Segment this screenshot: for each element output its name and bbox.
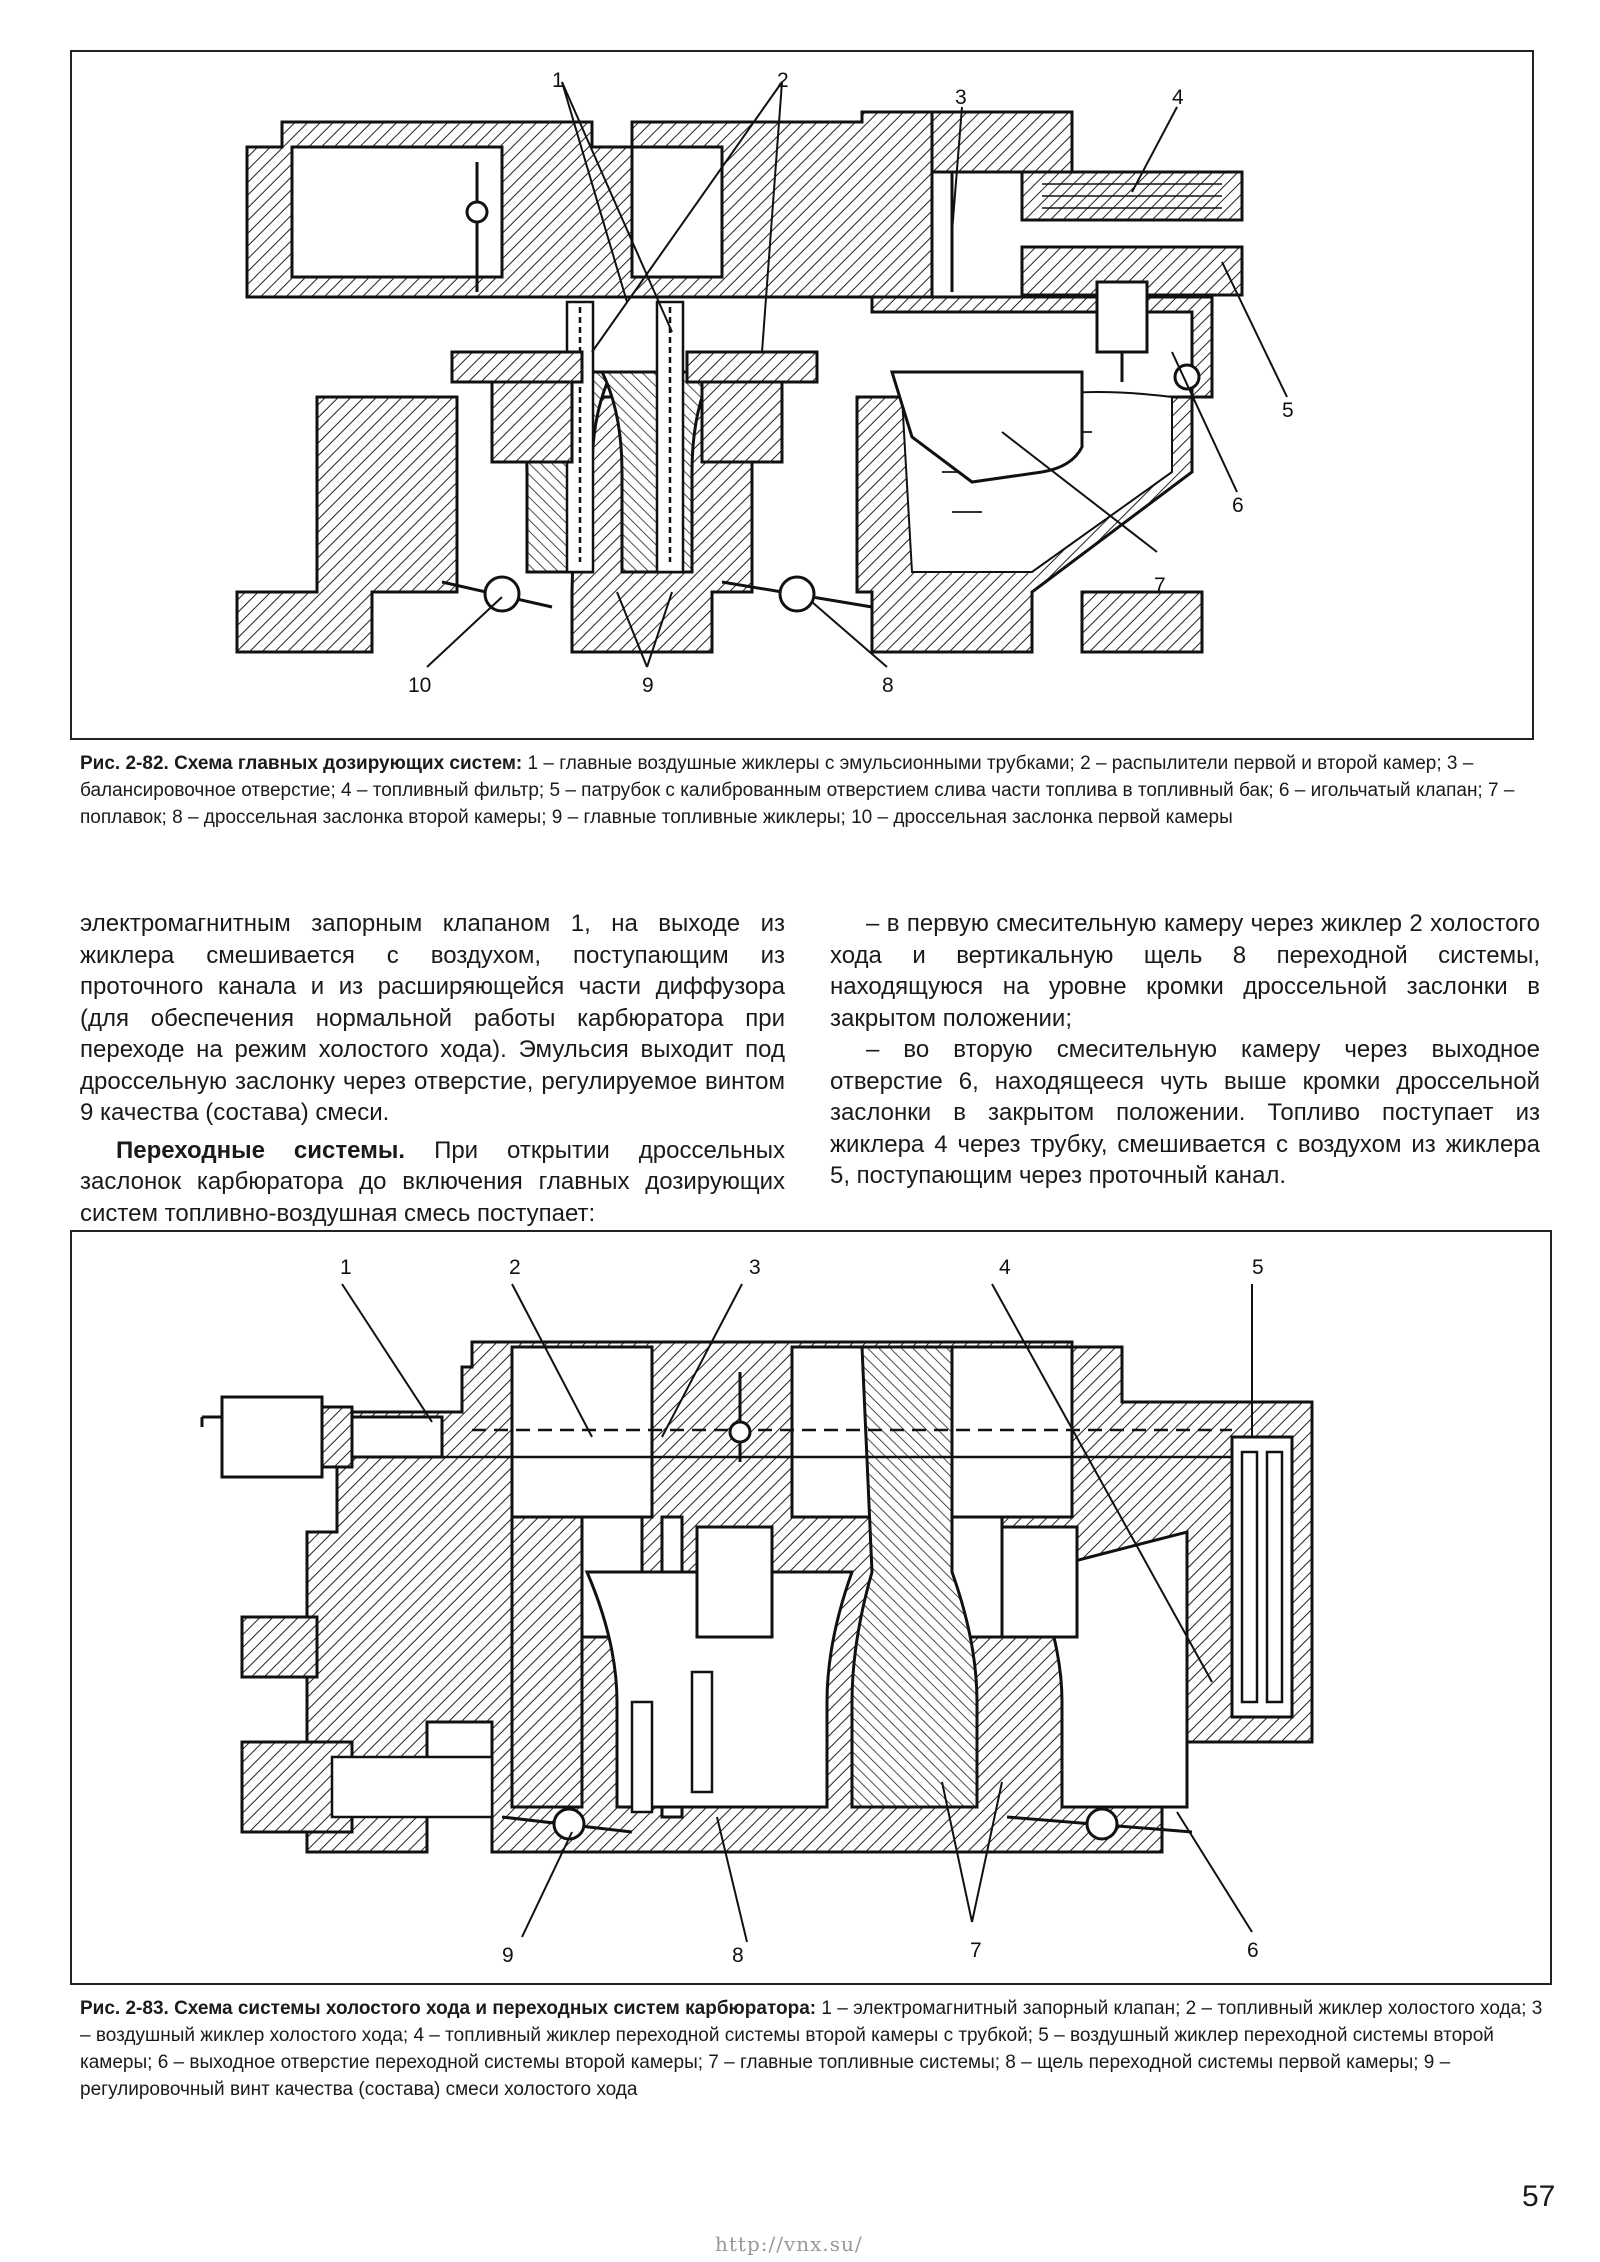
fig2-callout-9: 9	[502, 1944, 514, 1967]
fig1-callout-1: 1	[552, 69, 564, 92]
figure-1-schematic: 1 2 3 4 5 6 7 8 9 10	[235, 69, 1294, 697]
transition-systems-heading: Переходные системы.	[116, 1136, 406, 1164]
left-paragraph-2-text: При открытии дроссельных заслонок карбюр…	[80, 1136, 786, 1227]
fig1-callout-4: 4	[1172, 86, 1184, 109]
text-column-right: – в первую смесительную камеру через жик…	[830, 908, 1540, 1192]
fig2-callout-4: 4	[999, 1256, 1011, 1279]
right-paragraph-1: – в первую смесительную камеру через жик…	[830, 910, 1540, 1032]
figure-1-caption-text: 1 – главные воздушные жиклеры с эмульсио…	[80, 753, 1515, 828]
fig2-callout-3: 3	[749, 1256, 761, 1279]
figure-2-caption-text: 1 – электромагнитный запорный клапан; 2 …	[80, 1998, 1543, 2100]
fig1-callout-3: 3	[955, 86, 967, 109]
left-paragraph-1: электромагнитным запорным клапаном 1, на…	[80, 910, 785, 1126]
figure-2-caption: Рис. 2-83. Схема системы холостого хода …	[80, 1995, 1545, 2103]
fig1-callout-9: 9	[642, 674, 654, 697]
fig2-callout-1: 1	[340, 1256, 352, 1279]
fig1-callout-6: 6	[1232, 494, 1244, 517]
fig1-callout-7: 7	[1154, 574, 1166, 597]
fig2-callout-2: 2	[509, 1256, 521, 1279]
right-paragraph-2: – во вторую смесительную камеру через вы…	[830, 1036, 1540, 1189]
fig1-callout-5: 5	[1282, 399, 1294, 422]
left-paragraph-2: Переходные системы. При открытии дроссел…	[80, 1135, 785, 1230]
fig2-callout-8: 8	[732, 1944, 744, 1967]
fig1-callout-8: 8	[882, 674, 894, 697]
figure-1-caption-title: Схема главных дозирующих систем:	[174, 753, 523, 774]
figure-2-caption-title: Схема системы холостого хода и переходны…	[174, 1998, 817, 2019]
figure-2-schematic: 1 2 3 4 5 6 7 8 9	[200, 1256, 1314, 1967]
fig2-callout-7: 7	[970, 1939, 982, 1962]
figure-2-frame: 1 2 3 4 5 6 7 8 9	[70, 1230, 1552, 1985]
text-column-left: электромагнитным запорным клапаном 1, на…	[80, 908, 785, 1229]
footer-url: http://vnx.su/	[715, 2232, 863, 2256]
figure-1-frame: 1 2 3 4 5 6 7 8 9 10	[70, 50, 1534, 740]
figure-1-caption-label: Рис. 2-82.	[80, 753, 169, 774]
page-number: 57	[1522, 2180, 1556, 2213]
fig1-callout-2: 2	[777, 69, 789, 92]
fig2-callout-5: 5	[1252, 1256, 1264, 1279]
figure-1-caption: Рис. 2-82. Схема главных дозирующих сист…	[80, 750, 1530, 831]
fig1-callout-10: 10	[408, 674, 431, 697]
figure-2-caption-label: Рис. 2-83.	[80, 1998, 169, 2019]
fig2-callout-6: 6	[1247, 1939, 1259, 1962]
